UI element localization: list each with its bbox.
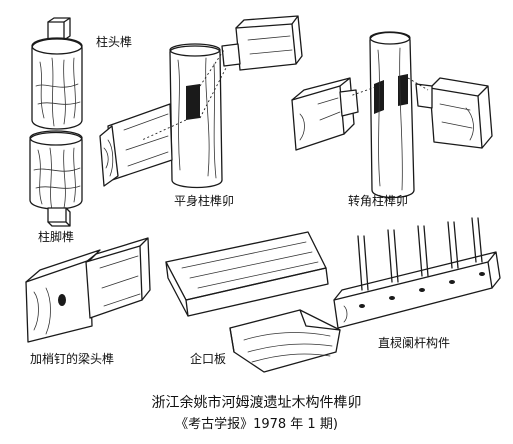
column-foot-tenon-drawing xyxy=(29,130,83,227)
label-railing-members: 直棂阑杆构件 xyxy=(378,336,451,350)
label-pinned-beam-tenon: 加梢钉的梁头榫 xyxy=(30,352,115,366)
label-corner-column-mortise: 转角柱榫卯 xyxy=(348,194,409,208)
figure-caption-source: 《考古学报》1978 年 1 期) xyxy=(175,417,338,432)
pinned-beam-tenon-drawing xyxy=(25,237,151,343)
label-column-top-tenon: 柱头榫 xyxy=(96,35,133,49)
label-column-foot-tenon: 柱脚榫 xyxy=(38,230,75,244)
label-flat-column-mortise: 平身柱榫卯 xyxy=(174,194,235,208)
label-tongue-groove-board: 企口板 xyxy=(190,352,227,366)
railing-members-drawing xyxy=(333,217,501,329)
column-top-tenon-drawing xyxy=(31,17,83,130)
flat-column-mortise-drawing xyxy=(99,15,303,189)
corner-column-mortise-drawing xyxy=(291,31,493,199)
tongue-groove-board-drawing xyxy=(165,231,341,373)
figure-caption-title: 浙江余姚市河姆渡遗址木构件榫卯 xyxy=(151,395,362,411)
